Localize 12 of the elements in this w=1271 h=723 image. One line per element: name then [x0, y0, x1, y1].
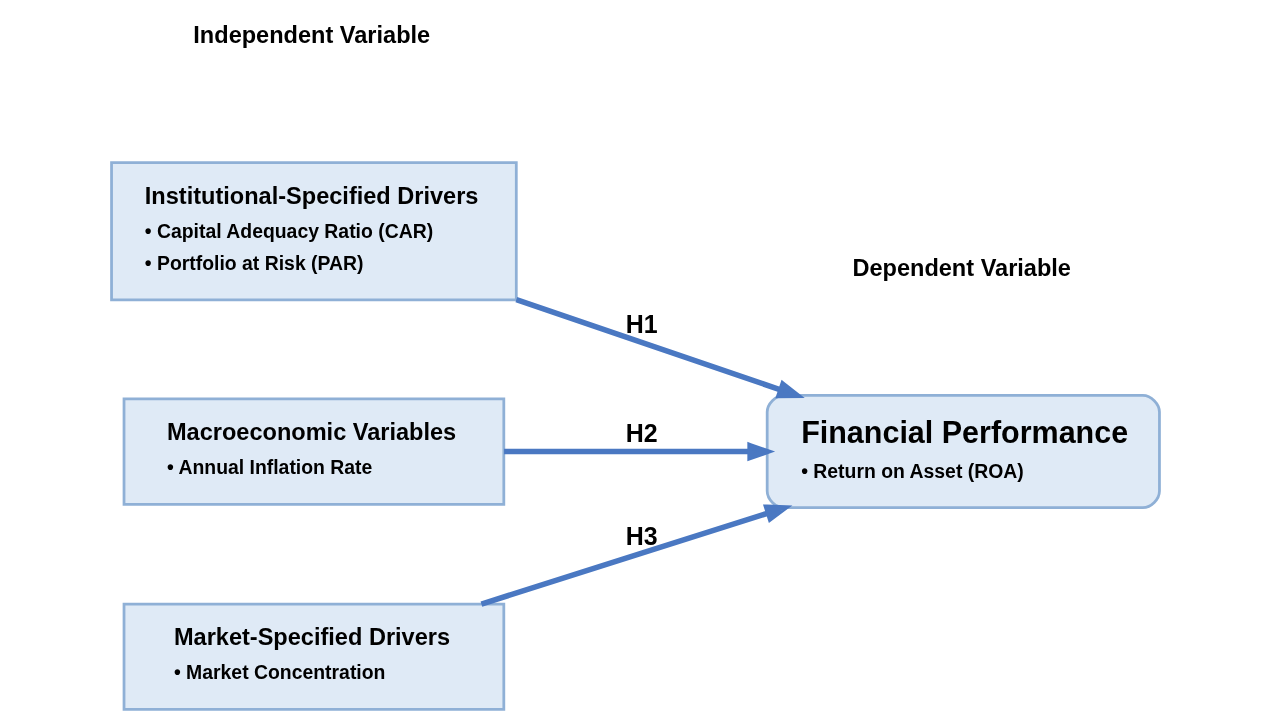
node-box: Institutional-Specified Drivers • Capital Adequacy Ratio (CAR) • Portfolio at Risk (PAR)	[110, 161, 518, 302]
label: Dependent Variable	[852, 254, 1071, 281]
arrow	[480, 504, 793, 607]
node-box: Macroeconomic Variables • Annual Inflation Rate	[122, 397, 506, 506]
edge-label: H3	[625, 522, 658, 551]
arrow	[515, 297, 805, 399]
edge-label: H2	[625, 419, 658, 448]
arrow	[504, 441, 776, 462]
edge-label: H1	[625, 309, 658, 338]
node-box: Market-Specified Drivers • Market Concentration	[122, 602, 506, 711]
node-box: Financial Performance • Return on Asset (ROA)	[765, 394, 1161, 510]
label: Independent Variable	[193, 21, 431, 48]
